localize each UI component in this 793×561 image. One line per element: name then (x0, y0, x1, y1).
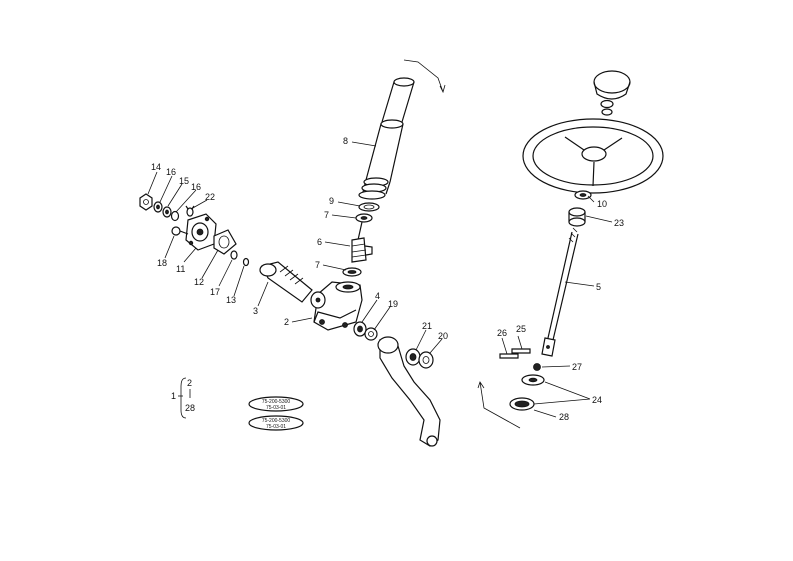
washer-10 (574, 190, 592, 200)
washer-9 (358, 202, 380, 212)
callout-11: 11 (176, 264, 185, 274)
steering-worm-shaft (351, 221, 373, 263)
callout-6: 6 (317, 237, 322, 247)
assembly-note: 1 2 28 (171, 377, 195, 419)
nut-20 (418, 351, 434, 369)
stamp-2-line-1: 75-200-5300 (262, 418, 291, 424)
callout-17: 17 (210, 287, 220, 297)
coupling-24 (521, 374, 545, 386)
shim-13 (242, 257, 250, 267)
nut-19 (364, 327, 378, 341)
bearing-7-upper (355, 213, 373, 223)
washer-17 (230, 250, 238, 260)
ball-27 (533, 363, 541, 371)
callout-18: 18 (157, 258, 167, 268)
lower-steering-shaft (541, 227, 579, 357)
callout-28: 28 (559, 412, 569, 422)
stamp-2-line-2: 75-03-01 (266, 424, 286, 430)
direction-arrow-bottom (477, 381, 521, 429)
locknut-15 (162, 206, 172, 218)
callout-16-second: 16 (191, 182, 201, 192)
seal-4 (353, 321, 367, 337)
callout-2: 2 (284, 317, 289, 327)
callout-12: 12 (194, 277, 204, 287)
side-cover-11 (185, 213, 217, 251)
callout-20: 20 (438, 331, 448, 341)
bushing-23 (568, 207, 586, 227)
callout-3: 3 (253, 306, 258, 316)
callout-23: 23 (614, 218, 624, 228)
bearing-7-lower (342, 267, 362, 277)
washer-21 (405, 348, 421, 366)
assembly-number: 1 (171, 391, 176, 401)
steering-wheel (522, 118, 664, 194)
callout-8: 8 (343, 136, 348, 146)
direction-arrow-top (403, 59, 446, 94)
callout-16-first: 16 (166, 167, 176, 177)
stamp-1-line-2: 75-03-01 (266, 405, 286, 411)
bolt-22 (185, 205, 195, 217)
sector-shaft (259, 261, 313, 303)
callout-5: 5 (596, 282, 601, 292)
bolt-18 (171, 226, 189, 236)
pitman-drop-arm (377, 336, 441, 447)
callout-7-upper: 7 (324, 210, 329, 220)
nut-14 (139, 193, 153, 211)
callout-25: 25 (516, 324, 526, 334)
callout-24: 24 (592, 395, 602, 405)
callout-13: 13 (226, 295, 236, 305)
horn-cap (593, 70, 631, 100)
callout-21: 21 (422, 321, 432, 331)
leader-lines (147, 141, 613, 418)
callout-labels: 8 9 7 6 7 2 3 4 19 21 20 13 17 12 11 18 … (151, 136, 624, 422)
callout-14: 14 (151, 162, 161, 172)
wheel-nut (600, 99, 614, 116)
callout-22: 22 (205, 192, 215, 202)
washer-16b (170, 210, 180, 222)
steering-gear-housing (310, 281, 363, 331)
callout-19: 19 (388, 299, 398, 309)
callout-7-lower: 7 (315, 260, 320, 270)
pin-26 (499, 353, 519, 359)
callout-10: 10 (597, 199, 607, 209)
assembly-range-end: 28 (185, 403, 195, 413)
washer-16 (153, 201, 163, 213)
callout-26: 26 (497, 328, 507, 338)
assembly-range-start: 2 (187, 378, 192, 388)
callout-4: 4 (375, 291, 380, 301)
coupling-28 (509, 397, 535, 411)
pin-25 (511, 348, 531, 354)
gasket-12 (213, 229, 237, 255)
callout-9: 9 (329, 196, 334, 206)
callout-27: 27 (572, 362, 582, 372)
steering-column-tube (358, 77, 415, 200)
callout-15: 15 (179, 176, 189, 186)
stamp-1: 75-200-5300 75-03-01 (248, 396, 304, 412)
stamp-2: 75-200-5300 75-03-01 (248, 415, 304, 431)
stamp-1-line-1: 75-200-5300 (262, 399, 291, 405)
